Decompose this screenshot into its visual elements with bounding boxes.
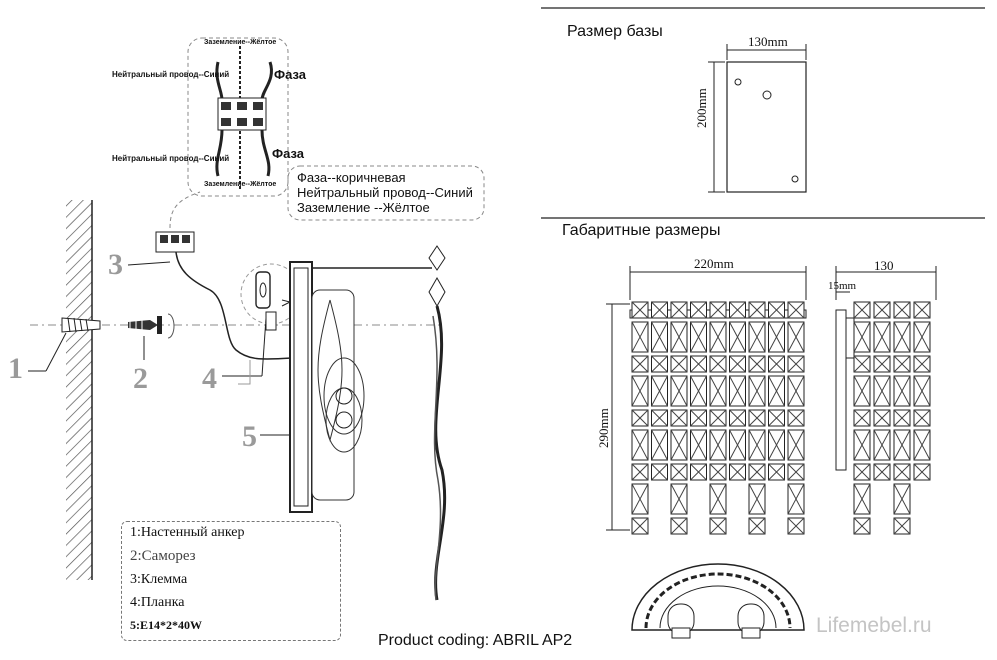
wall — [66, 200, 93, 580]
lamp-body — [289, 261, 365, 513]
neutral-label-top: Нейтральный провод--Синий — [112, 70, 230, 79]
base-height-label: 200mm — [694, 88, 709, 128]
side-view-dimensions — [835, 266, 937, 300]
side-view-fixture — [835, 301, 931, 535]
watermark: Lifemebel.ru — [816, 614, 932, 637]
front-view-dimensions — [606, 266, 807, 531]
phase-label-bottom: Фаза — [272, 146, 305, 161]
parts-legend-item-1: 1:Настенный анкер — [130, 525, 245, 540]
overall-height-label: 290mm — [596, 408, 611, 448]
wall-anchor — [61, 317, 101, 333]
phase-label-top: Фаза — [274, 67, 307, 82]
color-legend-ground: Заземление --Жёлтое — [297, 200, 430, 215]
callout-1: 1 — [8, 352, 23, 385]
base-plate — [708, 44, 807, 193]
screw — [128, 313, 175, 339]
overall-title: Габаритные размеры — [562, 222, 721, 239]
callout-5: 5 — [242, 420, 257, 453]
parts-legend-item-2: 2:Саморез — [130, 548, 196, 564]
color-legend-phase: Фаза--коричневая — [297, 170, 406, 185]
ground-label-bottom: Заземление--Жёлтое — [204, 181, 277, 188]
overall-offset-label: 15mm — [828, 280, 857, 292]
color-legend-neutral: Нейтральный провод--Синий — [297, 185, 473, 200]
crystal-strand — [428, 245, 447, 601]
parts-legend-item-3: 3:Клемма — [130, 572, 188, 587]
front-view-fixture — [629, 301, 807, 535]
callout-2: 2 — [133, 362, 148, 395]
parts-legend-item-4: 4:Планка — [130, 595, 185, 610]
product-coding: Product coding: ABRIL AP2 — [378, 632, 573, 649]
neutral-label-bottom: Нейтральный провод--Синий — [112, 154, 230, 163]
base-width-label: 130mm — [748, 34, 788, 49]
base-title: Размер базы — [567, 23, 663, 40]
overall-width-label: 220mm — [694, 256, 734, 271]
terminal-clamp — [155, 231, 293, 360]
ground-label-top: Заземление--Жёлтое — [204, 39, 277, 46]
parts-legend-item-5: 5:E14*2*40W — [130, 618, 202, 632]
top-view-fixture — [631, 563, 805, 639]
overall-depth-label: 130 — [874, 258, 894, 273]
callout-3: 3 — [108, 248, 123, 281]
wiring-panel — [187, 37, 289, 197]
parts-legend: 1:Настенный анкер 2:Саморез 3:Клемма 4:П… — [121, 521, 341, 641]
callout-4: 4 — [202, 362, 217, 395]
